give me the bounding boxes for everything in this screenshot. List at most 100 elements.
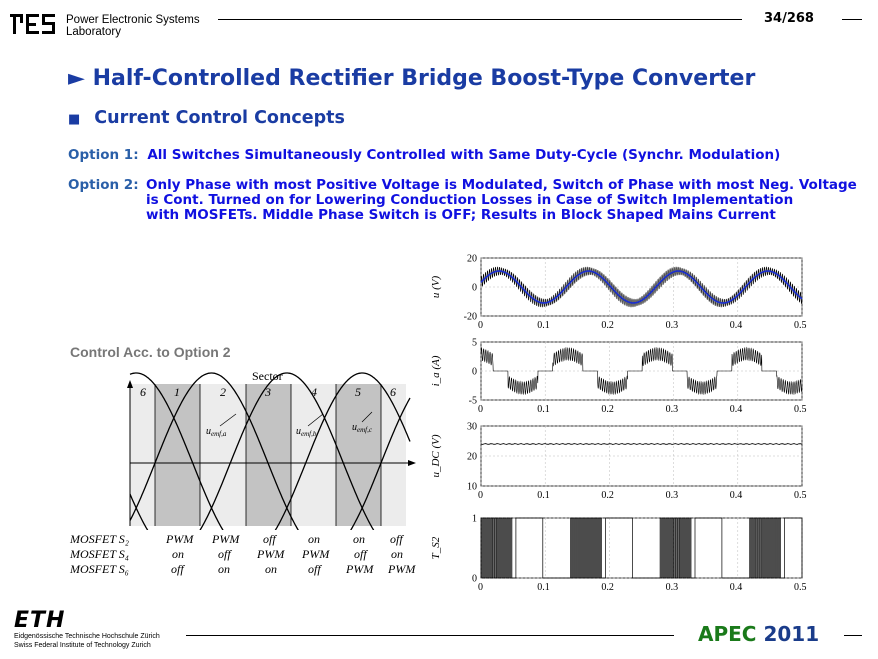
x-tick-label: 0.4 bbox=[730, 582, 743, 593]
x-tick-label: 0 bbox=[478, 490, 483, 501]
lab-name-line2: Laboratory bbox=[66, 26, 121, 38]
sector-number: 2 bbox=[220, 385, 226, 399]
sector-shading bbox=[130, 384, 406, 526]
sector-numbers: 6 1 2 3 4 5 6 bbox=[140, 385, 396, 399]
y-tick-label: 0 bbox=[472, 283, 477, 294]
mosfet-state: PWM bbox=[346, 562, 374, 576]
slide-title: ► Half-Controlled Rectifier Bridge Boost… bbox=[68, 66, 756, 91]
option2-line3: with MOSFETs. Middle Phase Switch is OFF… bbox=[146, 207, 776, 223]
subtitle: ■ Current Control Concepts bbox=[68, 108, 345, 128]
option2-line2: is Cont. Turned on for Lowering Conducti… bbox=[146, 192, 794, 208]
curve-b bbox=[129, 372, 375, 530]
sector-dividers bbox=[154, 384, 382, 526]
x-tick-label: 0.2 bbox=[601, 582, 614, 593]
sector-number: 1 bbox=[174, 385, 180, 399]
x-tick-label: 0.5 bbox=[794, 582, 807, 593]
footer-rule bbox=[186, 635, 674, 636]
x-tick-label: 0.4 bbox=[730, 490, 743, 501]
mosfet-state: off bbox=[171, 562, 184, 576]
x-tick-label: 0.2 bbox=[601, 490, 614, 501]
option2-text: Only Phase with most Positive Voltage is… bbox=[146, 178, 866, 223]
y-axis-arrow bbox=[127, 380, 133, 388]
mosfet-state: off bbox=[354, 547, 367, 561]
x-tick-label: 0.1 bbox=[537, 490, 550, 501]
dc-voltage-trace bbox=[480, 443, 803, 445]
apec-text: APEC bbox=[698, 622, 757, 646]
mosfet-row: MOSFET S₆ off on on off PWM PWM bbox=[70, 562, 420, 577]
footer-rule-right bbox=[844, 635, 862, 636]
apec-year: 2011 bbox=[763, 622, 820, 646]
y-tick-label: 5 bbox=[472, 338, 477, 349]
mosfet-state: on bbox=[265, 562, 277, 576]
y-axis-label: T_S2 bbox=[430, 536, 442, 559]
sector-number: 5 bbox=[355, 385, 361, 399]
sector-number: 3 bbox=[264, 385, 271, 399]
current-trace bbox=[480, 346, 803, 396]
x-tick-label: 0.3 bbox=[666, 404, 679, 415]
option1-label: Option 1: bbox=[68, 147, 139, 163]
y-axis-label: u_DC (V) bbox=[430, 434, 442, 477]
mosfet-row: MOSFET S₂ PWM PWM off on on off bbox=[70, 532, 420, 547]
mosfet-state: off bbox=[218, 547, 231, 561]
switch-signal-trace bbox=[480, 517, 803, 579]
mosfet-state: PWM bbox=[302, 547, 330, 561]
x-tick-label: 0.5 bbox=[794, 320, 807, 331]
x-tick-label: 0.3 bbox=[666, 320, 679, 331]
mosfet-state: on bbox=[172, 547, 184, 561]
lab-name-line1: Power Electronic Systems bbox=[66, 14, 200, 26]
x-tick-label: 0.5 bbox=[794, 490, 807, 501]
curve-a bbox=[129, 372, 411, 530]
pes-logo bbox=[10, 12, 56, 36]
option1-text: All Switches Simultaneously Controlled w… bbox=[147, 147, 781, 163]
subtitle-bullet: ■ bbox=[68, 112, 81, 127]
header-rule-right bbox=[842, 19, 862, 20]
mosfet-state: PWM bbox=[166, 532, 194, 546]
mosfet-state: on bbox=[391, 547, 403, 561]
curve-c bbox=[129, 372, 411, 530]
eth-line2: Swiss Federal Institute of Technology Zu… bbox=[14, 642, 151, 649]
mosfet-name: MOSFET S₄ bbox=[70, 547, 129, 561]
y-tick-label: -5 bbox=[469, 396, 477, 407]
mosfet-state: PWM bbox=[257, 547, 285, 561]
apec-logo: APEC 2011 bbox=[698, 622, 819, 646]
x-tick-label: 0 bbox=[478, 404, 483, 415]
x-tick-label: 0.3 bbox=[666, 490, 679, 501]
mosfet-name: MOSFET S₆ bbox=[70, 562, 129, 576]
mosfet-table: MOSFET S₂ PWM PWM off on on off MOSFET S… bbox=[70, 532, 420, 577]
x-tick-label: 0.1 bbox=[537, 404, 550, 415]
option1: Option 1: All Switches Simultaneously Co… bbox=[68, 148, 780, 163]
mosfet-state: off bbox=[263, 532, 276, 546]
x-tick-label: 0.1 bbox=[537, 582, 550, 593]
sector-title: Sector bbox=[252, 369, 283, 383]
y-tick-label: -20 bbox=[464, 312, 477, 323]
mosfet-state: on bbox=[308, 532, 320, 546]
mosfet-state: off bbox=[390, 532, 403, 546]
mosfet-state: off bbox=[308, 562, 321, 576]
header-rule-left bbox=[218, 19, 742, 20]
y-axis-label: u (V) bbox=[430, 276, 442, 299]
sector-number: 6 bbox=[140, 385, 146, 399]
x-tick-label: 0 bbox=[478, 582, 483, 593]
x-tick-label: 0.3 bbox=[666, 582, 679, 593]
x-tick-label: 0.1 bbox=[537, 320, 550, 331]
x-tick-label: 0.4 bbox=[730, 404, 743, 415]
mosfet-name: MOSFET S₂ bbox=[70, 532, 129, 546]
y-tick-label: 10 bbox=[467, 482, 477, 493]
y-axis-label: i_a (A) bbox=[430, 355, 442, 386]
x-tick-label: 0.4 bbox=[730, 320, 743, 331]
option2-line1: Only Phase with most Positive Voltage is… bbox=[146, 177, 857, 193]
x-tick-label: 0.2 bbox=[601, 404, 614, 415]
lab-name: Power Electronic Systems Laboratory bbox=[66, 14, 200, 38]
sector-diagram: Sector 6 1 2 3 4 5 6 uemf,a uemf,b uemf,… bbox=[127, 369, 416, 530]
x-tick-label: 0.2 bbox=[601, 320, 614, 331]
x-tick-label: 0.5 bbox=[794, 404, 807, 415]
x-tick-label: 0 bbox=[478, 320, 483, 331]
mosfet-row: MOSFET S₄ on off PWM PWM off on bbox=[70, 547, 420, 562]
control-label: Control Acc. to Option 2 bbox=[70, 344, 231, 360]
sector-number: 6 bbox=[390, 385, 396, 399]
y-tick-label: 0 bbox=[472, 367, 477, 378]
subtitle-text: Current Control Concepts bbox=[94, 108, 345, 128]
voltage-emf-trace bbox=[480, 270, 803, 304]
page-number: 34/268 bbox=[764, 11, 814, 26]
